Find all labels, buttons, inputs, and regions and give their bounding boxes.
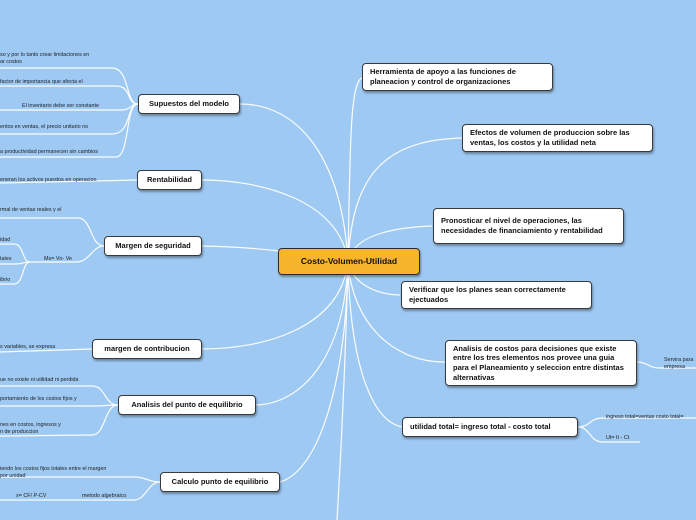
central-topic-label: Costo-Volumen-Utilidad: [300, 255, 398, 266]
leaf-calculo-formula[interactable]: x= CF/ P-CV: [16, 493, 47, 499]
node-label: Efectos de volumen de produccion sobre l…: [470, 128, 630, 147]
leaf-margen-seguridad-formula[interactable]: Ms= Vn- Ve: [44, 256, 73, 262]
leaf-utilidad-total-2[interactable]: Ut= It - Ct: [606, 435, 630, 441]
node-label: utilidad total= ingreso total - costo to…: [410, 422, 551, 432]
leaf-analisis-equilibrio-2[interactable]: portamiento de los costos fijos y: [0, 396, 77, 402]
leaf-supuestos-3[interactable]: El inventario debe ser constante: [22, 103, 100, 109]
leaf-margen-seguridad-2[interactable]: idad: [0, 237, 11, 243]
leaf-calculo-equilibrio-1b[interactable]: por unidad: [0, 473, 26, 479]
leaf-analisis-costos-1[interactable]: Servira para: [664, 357, 694, 363]
leaf-margen-seguridad-1[interactable]: rmal de ventas reales y el: [0, 207, 62, 213]
leaf-supuestos-1[interactable]: so y por lo tanto crear limitaciones en: [0, 52, 90, 58]
node-label: Herramienta de apoyo a las funciones de …: [370, 67, 516, 86]
node-rentabilidad[interactable]: Rentabilidad: [137, 170, 202, 190]
node-margen-de-seguridad[interactable]: Margen de seguridad: [104, 236, 202, 256]
node-label: Analisis del punto de equilibrio: [131, 400, 243, 410]
node-analisis-de-costos[interactable]: Analisis de costos para decisiones que e…: [445, 340, 637, 386]
leaf-analisis-costos-1b[interactable]: empresa: [664, 364, 685, 370]
leaf-analisis-equilibrio-1[interactable]: ue no existe ni utilidad ni perdida: [0, 377, 79, 383]
node-supuestos-del-modelo[interactable]: Supuestos del modelo: [138, 94, 240, 114]
node-label: Pronosticar el nivel de operaciones, las…: [441, 216, 603, 235]
node-analisis-punto-equilibrio[interactable]: Analisis del punto de equilibrio: [118, 395, 256, 415]
leaf-rentabilidad[interactable]: eneran los activos puestos en operacion: [0, 177, 97, 183]
node-margen-de-contribucion[interactable]: margen de contribucion: [92, 339, 202, 359]
node-pronosticar-nivel[interactable]: Pronosticar el nivel de operaciones, las…: [433, 208, 624, 244]
node-label: Verificar que los planes sean correctame…: [409, 285, 566, 304]
leaf-supuestos-4[interactable]: entos en ventas, el precio unitario no: [0, 124, 89, 130]
leaf-supuestos-1b[interactable]: ar costos: [0, 59, 22, 65]
leaf-calculo-equilibrio-1[interactable]: iendo los costos fijos totales entre el …: [0, 466, 107, 472]
leaf-utilidad-total-1[interactable]: ingreso total=ventas costo total=: [606, 414, 684, 420]
node-utilidad-total[interactable]: utilidad total= ingreso total - costo to…: [402, 417, 578, 437]
leaf-analisis-equilibrio-3b[interactable]: n de produccion: [0, 429, 39, 435]
leaf-supuestos-2[interactable]: factor de importancia que afecta el: [0, 79, 83, 85]
node-efectos-de-volumen[interactable]: Efectos de volumen de produccion sobre l…: [462, 124, 653, 152]
node-calculo-punto-equilibrio[interactable]: Calculo punto de equilibrio: [160, 472, 280, 492]
leaf-calculo-metodo[interactable]: metodo algebraico: [82, 493, 127, 499]
central-topic[interactable]: Costo-Volumen-Utilidad: [278, 248, 420, 275]
node-label: Calculo punto de equilibrio: [171, 477, 269, 487]
node-label: Margen de seguridad: [115, 241, 191, 251]
leaf-supuestos-5[interactable]: a productividad permanecen sin cambios: [0, 149, 98, 155]
node-label: Supuestos del modelo: [148, 99, 229, 109]
node-label: Rentabilidad: [146, 175, 192, 185]
leaf-margen-contribucion[interactable]: s variables, se expresa: [0, 344, 56, 350]
node-label: margen de contribucion: [104, 344, 190, 354]
leaf-analisis-equilibrio-3[interactable]: nes en costos, ingresos y: [0, 422, 61, 428]
node-herramienta-de-apoyo[interactable]: Herramienta de apoyo a las funciones de …: [362, 63, 553, 91]
node-verificar-planes[interactable]: Verificar que los planes sean correctame…: [401, 281, 592, 309]
leaf-margen-seguridad-3[interactable]: tales: [0, 256, 12, 262]
node-label: Analisis de costos para decisiones que e…: [453, 343, 624, 382]
leaf-margen-seguridad-4[interactable]: ibrio: [0, 277, 11, 283]
